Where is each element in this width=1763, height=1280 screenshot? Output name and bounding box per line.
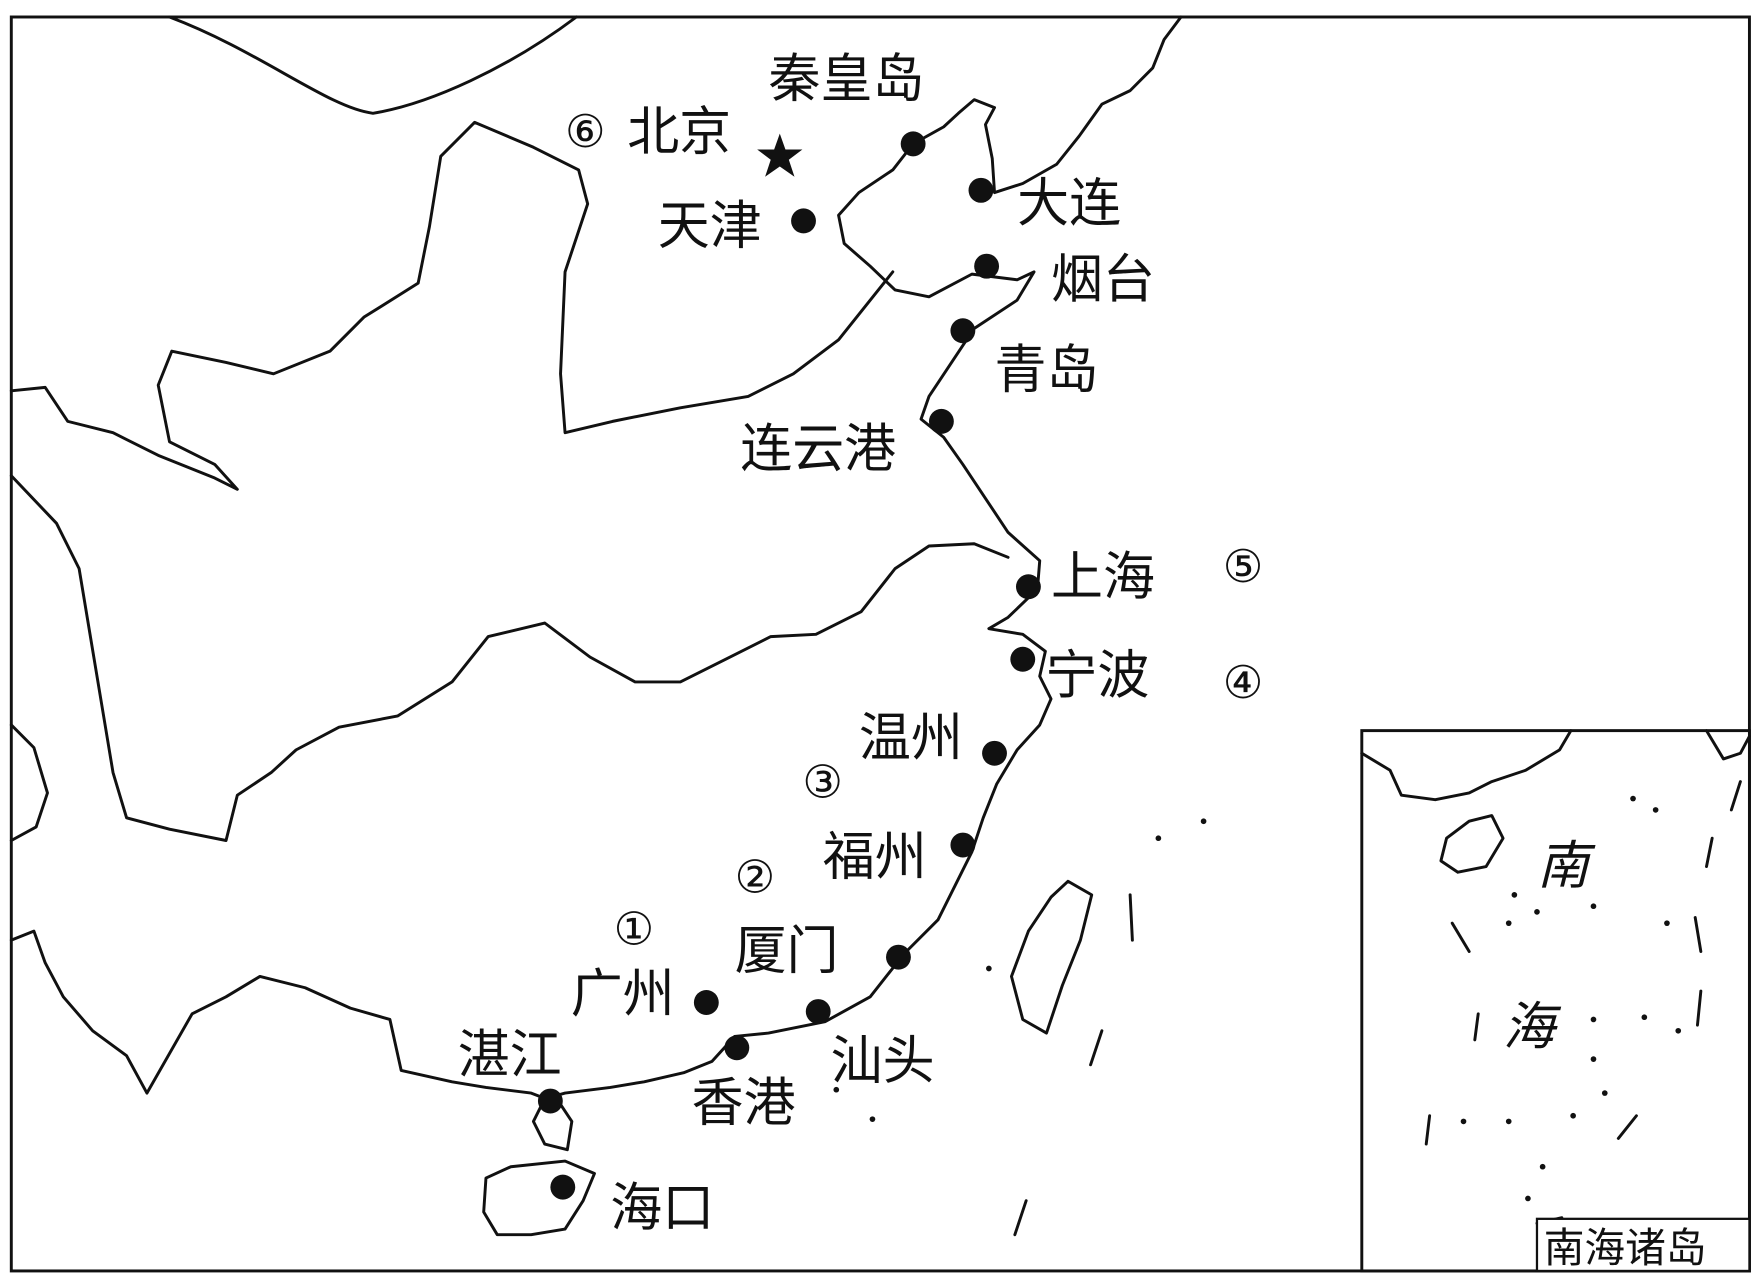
south-china-sea-inset bbox=[1360, 729, 1751, 1273]
city-label-hongkong: 香港 bbox=[692, 1073, 796, 1133]
coastline bbox=[9, 15, 1183, 1152]
inset-title: 南海诸岛 bbox=[1544, 1224, 1707, 1272]
city-label-beijing: 北京 bbox=[627, 102, 731, 162]
city-label-fuzhou: 福州 bbox=[823, 827, 927, 887]
city-label-xiamen: 厦门 bbox=[735, 921, 839, 981]
marker-5: ⑤ bbox=[1223, 540, 1264, 593]
city-label-qingdao: 青岛 bbox=[995, 340, 1099, 400]
hainan-island bbox=[482, 1159, 596, 1237]
star-icon bbox=[757, 133, 803, 177]
marker-6: ⑥ bbox=[565, 105, 606, 158]
city-label-wenzhou: 温州 bbox=[859, 708, 963, 768]
taiwan-island bbox=[1009, 879, 1094, 1035]
inset-sea-label-2: 海 bbox=[1503, 997, 1562, 1057]
city-label-lianyungang: 连云港 bbox=[740, 420, 896, 480]
map-frame bbox=[9, 15, 1751, 1273]
city-label-qinhuangdao: 秦皇岛 bbox=[768, 49, 924, 109]
city-label-zhanjiang: 湛江 bbox=[458, 1026, 562, 1086]
islands bbox=[833, 818, 1207, 1237]
city-label-shanghai: 上海 bbox=[1051, 548, 1155, 608]
city-label-ningbo: 宁波 bbox=[1045, 646, 1149, 706]
marker-1: ① bbox=[614, 903, 655, 956]
city-dots bbox=[537, 131, 1041, 1200]
marker-2: ② bbox=[735, 851, 776, 904]
province-boundary-south bbox=[9, 474, 1010, 842]
city-label-haikou: 海口 bbox=[610, 1179, 714, 1239]
city-label-yantai: 烟台 bbox=[1051, 250, 1155, 310]
inset-title-box bbox=[1535, 1217, 1751, 1273]
inset-sea-label-1: 南 bbox=[1537, 836, 1596, 896]
city-label-shantou: 汕头 bbox=[831, 1031, 935, 1091]
west-boundary bbox=[9, 723, 49, 842]
city-label-tianjin: 天津 bbox=[658, 196, 762, 256]
marker-4: ④ bbox=[1223, 656, 1264, 709]
city-label-dalian: 大连 bbox=[1017, 174, 1121, 234]
marker-3: ③ bbox=[802, 755, 843, 808]
city-label-guangzhou: 广州 bbox=[571, 964, 675, 1024]
province-boundary-north bbox=[9, 120, 895, 491]
northern-boundary bbox=[168, 15, 578, 115]
